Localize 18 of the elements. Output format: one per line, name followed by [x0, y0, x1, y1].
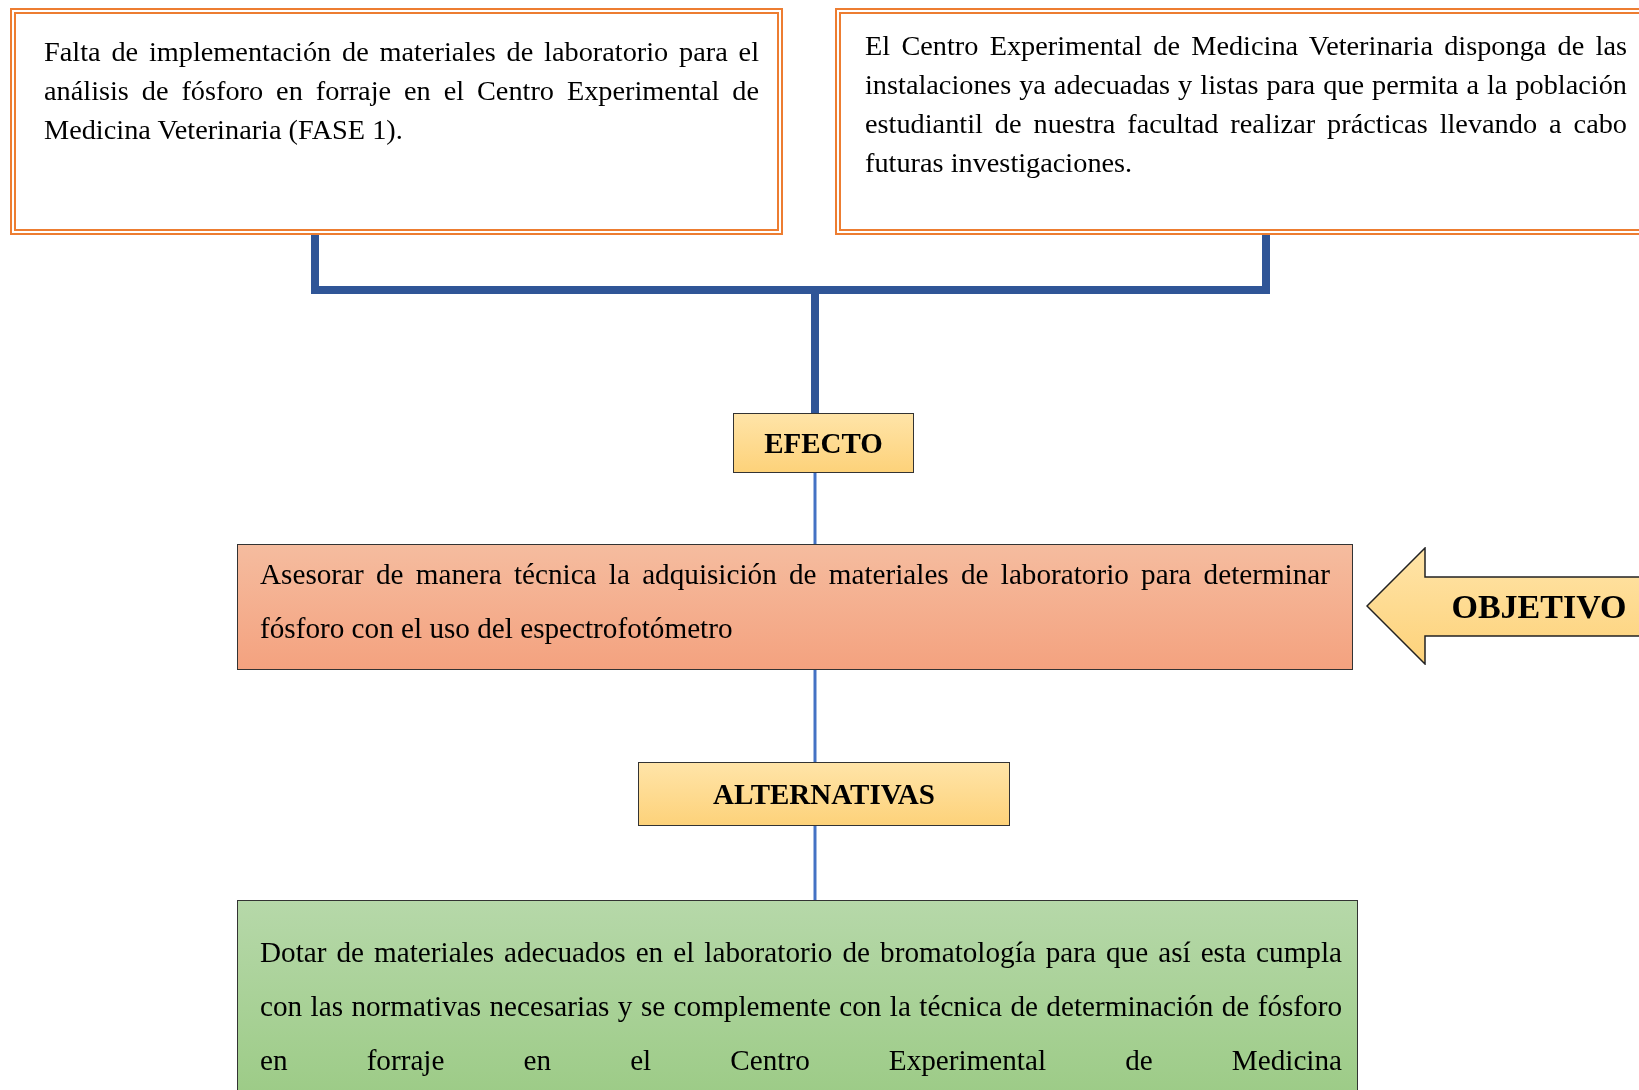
- section-label-box: [733, 413, 914, 473]
- problem-box: [10, 8, 783, 235]
- heading-label: OBJETIVO: [1450, 587, 1628, 627]
- problem-box: [835, 8, 1639, 235]
- section-label-box: [638, 762, 1010, 826]
- connector-line: [813, 473, 817, 544]
- bracket-connector: [811, 235, 1270, 413]
- connector-line: [813, 670, 817, 762]
- heading-label: EFECTO: [764, 426, 883, 460]
- heading-label: ALTERNATIVAS: [713, 777, 935, 811]
- block-arrow: [1366, 547, 1639, 665]
- body-text: Falta de implementación de materiales de laboratorio para el análisis de fósforo en forraje en el Centro Experimental de Medicina Veterinaria (FASE 1).: [44, 35, 759, 147]
- objective-box: [237, 544, 1353, 670]
- body-text: Asesorar de manera técnica la adquisición de materiales de laboratorio para determinar fósforo con el uso del espectrofotómetro: [260, 557, 1330, 646]
- body-text: Dotar de materiales adecuados en el laboratorio de bromatología para que así esta cumpla con las normativas necesarias y se complemente con la técnica de determinación de fósforo en forraje en el Centro Experimental de Medicina: [260, 935, 1342, 1078]
- body-text: El Centro Experimental de Medicina Veterinaria disponga de las instalaciones ya adecuadas y listas para que permita a la población estudiantil de nuestra facultad realizar prácticas llevando a cabo futuras investigaciones.: [865, 29, 1627, 180]
- alternative-box: [237, 900, 1358, 1090]
- connector-line: [813, 826, 817, 900]
